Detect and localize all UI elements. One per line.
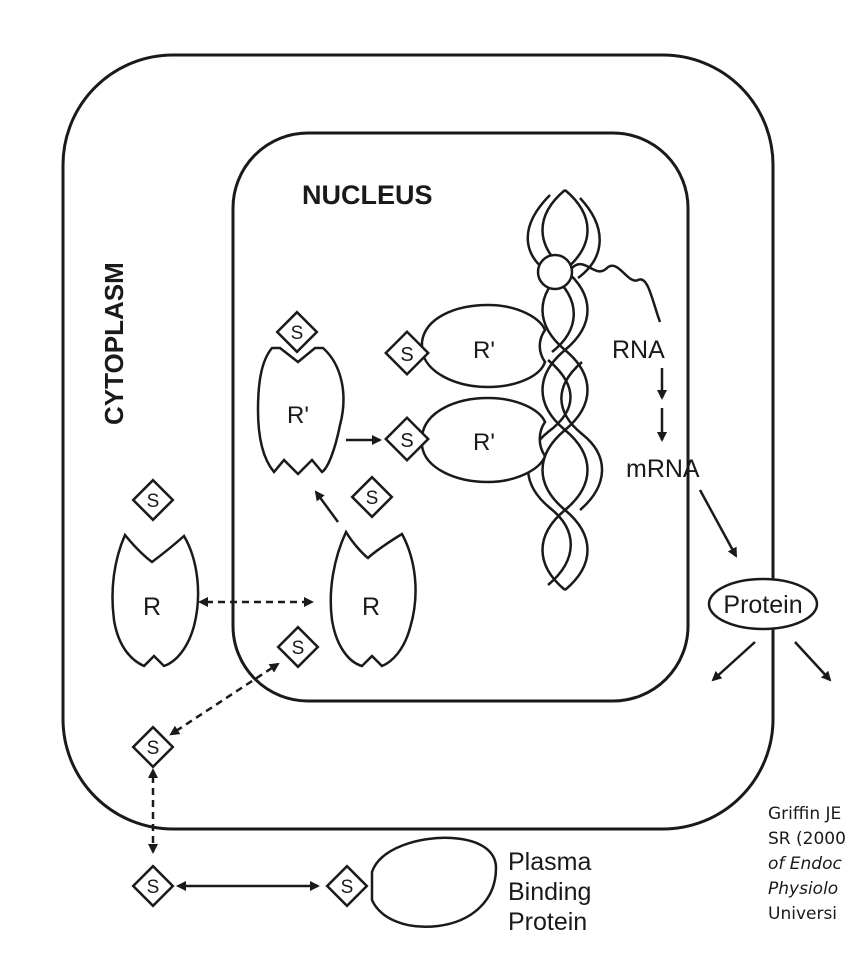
mrna-to-protein-arrow <box>698 489 738 558</box>
svg-text:S: S <box>400 344 413 366</box>
plasma-binding-protein-label-3: Protein <box>508 908 587 936</box>
protein-label: Protein <box>723 591 802 619</box>
protein-out-arrow-left <box>711 641 756 682</box>
svg-text:S: S <box>341 877 354 898</box>
steroid-above-cyto-receptor: S <box>131 478 175 522</box>
activated-receptor-upper: R' <box>420 303 547 389</box>
activated-receptor-lower: R' <box>420 396 547 484</box>
citation-line: of Endoc <box>768 854 842 874</box>
rna-label: RNA <box>612 336 665 364</box>
svg-text:S: S <box>400 430 413 452</box>
svg-text:R': R' <box>473 337 495 364</box>
activated-receptor-free: R' <box>256 346 345 476</box>
svg-text:S: S <box>147 877 160 898</box>
rna-transcript-strand <box>571 262 662 323</box>
svg-text:R: R <box>143 593 161 621</box>
citation-block: Griffin JE SR (2000 of Endoc Physiolo Un… <box>768 802 862 927</box>
nucleus-label: NUCLEUS <box>302 180 433 210</box>
steroid-in-cytoplasm: S <box>131 725 175 769</box>
svg-text:S: S <box>366 488 379 509</box>
svg-text:R': R' <box>473 429 495 456</box>
nucleus-membrane <box>231 131 690 703</box>
steroid-bound-upper: S <box>384 330 430 376</box>
activation-arrow <box>314 490 340 523</box>
cytoplasm-label: CYTOPLASM <box>99 262 129 425</box>
svg-text:S: S <box>291 323 304 344</box>
receptor-cytoplasm: R <box>111 532 200 668</box>
svg-text:S: S <box>147 491 160 512</box>
svg-text:R': R' <box>287 402 309 429</box>
steroid-in-plasma: S <box>131 864 175 908</box>
citation-line: Griffin JE <box>768 804 842 824</box>
steroid-on-binding-protein: S <box>325 864 369 908</box>
svg-text:S: S <box>147 738 160 759</box>
steroid-bound-lower: S <box>384 416 430 462</box>
plasma-binding-protein <box>370 836 498 929</box>
citation-line: Physiolo <box>768 879 839 899</box>
citation-line: Universi <box>768 904 838 924</box>
plasma-binding-protein-label-2: Binding <box>508 878 591 906</box>
dna-double-helix <box>526 189 604 591</box>
cell-membrane <box>61 53 775 831</box>
steroid-on-free-receptor: S <box>275 310 319 354</box>
svg-text:S: S <box>292 638 305 659</box>
steroid-entering-nucleus: S <box>276 625 320 669</box>
protein-ellipse <box>707 577 819 631</box>
citation-line: SR (2000 <box>768 829 846 849</box>
steroid-approaching-receptor: S <box>350 475 394 519</box>
cytoplasm-to-nucleus-arrow <box>169 662 280 736</box>
protein-out-arrow-right <box>794 641 832 682</box>
rna-polymerase <box>536 253 574 291</box>
plasma-binding-protein-label-1: Plasma <box>508 848 591 876</box>
svg-text:R: R <box>362 593 380 621</box>
receptor-nucleus: R <box>329 529 417 668</box>
mrna-label: mRNA <box>626 455 700 483</box>
